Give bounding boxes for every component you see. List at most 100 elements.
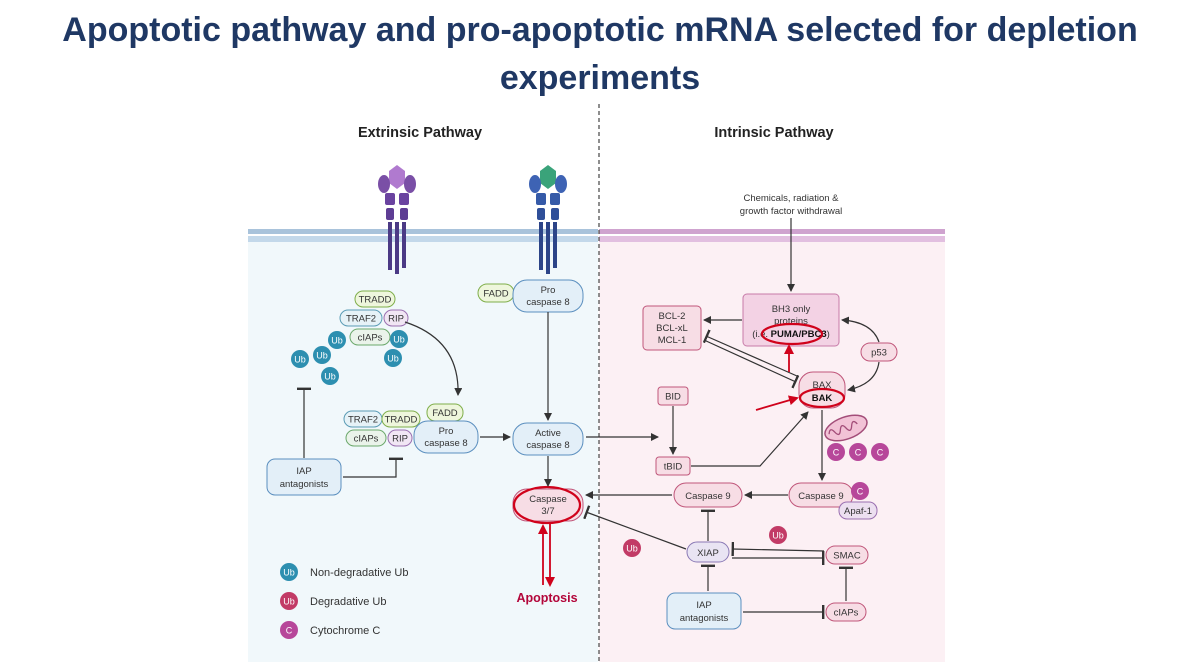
svg-text:C: C <box>877 448 884 458</box>
bid-node <box>657 386 689 406</box>
caspase37-highlight <box>512 485 582 525</box>
active-caspase8-node <box>512 422 584 456</box>
arrow-tbid-to-bax <box>691 411 809 467</box>
arrow-p53-to-bax <box>847 361 880 393</box>
iap-antagonists-intrinsic-node <box>666 592 742 630</box>
svg-text:C: C <box>855 448 862 458</box>
ub-non-degradative-icon: Ub <box>328 331 346 349</box>
svg-text:Ub: Ub <box>626 544 638 554</box>
puma-pbc3-label: PUMA/PBC3 <box>771 329 827 340</box>
bax-label: BAX <box>812 380 832 391</box>
arrow-p53-to-bh3 <box>841 316 880 343</box>
mitochondrion-icon <box>824 414 868 442</box>
traf2-label: TRAF2 <box>346 314 376 325</box>
caspase9-label: Caspase 9 <box>685 491 730 502</box>
slide-title: Apoptotic pathway and pro-apoptotic mRNA… <box>0 6 1200 102</box>
bcl2-label: BCL-2 <box>659 311 686 322</box>
tbid-label: tBID <box>664 462 683 473</box>
slide-title-line-1: Apoptotic pathway and pro-apoptotic mRNA… <box>62 11 1138 49</box>
ciaps-intrinsic-label: cIAPs <box>834 608 859 619</box>
ub-non-degradative-icon: Ub <box>321 367 339 385</box>
bak-label: BAK <box>812 393 833 404</box>
legend-item-cytochrome: C Cytochrome C <box>280 621 380 639</box>
extrinsic-header: Extrinsic Pathway <box>358 125 482 141</box>
svg-text:Ub: Ub <box>283 597 295 607</box>
ub-degradative-icon: Ub <box>769 526 787 544</box>
stimulus-line2: growth factor withdrawal <box>740 206 842 217</box>
bcl2-family-node <box>642 305 702 351</box>
death-receptor-purple-icon <box>378 165 416 274</box>
rip-label-2: RIP <box>392 434 408 445</box>
tradd-complex: TRADD TRAF2 RIP cIAPs <box>339 290 409 346</box>
ciaps-node <box>349 328 391 346</box>
svg-text:Ub: Ub <box>324 372 336 382</box>
p53-node <box>860 342 898 362</box>
smac-node <box>825 545 869 565</box>
bh3-line2: proteins <box>774 316 808 327</box>
svg-text:Ub: Ub <box>772 531 784 541</box>
legend-label-cytochrome: Cytochrome C <box>310 625 380 637</box>
inhibit-xiap-to-casp37 <box>583 505 687 550</box>
cytochrome-c-icon: C <box>851 482 869 500</box>
apoptosis-label: Apoptosis <box>516 591 577 605</box>
xiap-label: XIAP <box>697 548 719 559</box>
ub-non-degradative-icon: Ub <box>291 350 309 368</box>
fadd-label-2: FADD <box>432 408 457 419</box>
ub-non-degradative-icon: Ub <box>390 330 408 348</box>
svg-text:C: C <box>857 487 864 497</box>
traf2-label-2: TRAF2 <box>348 415 378 426</box>
death-receptor-blue-icon <box>529 165 567 274</box>
caspase37-line1: Caspase <box>529 494 567 505</box>
pro-caspase8-mid-node <box>413 420 479 454</box>
arrow-rip-to-disc <box>404 321 463 396</box>
cytochrome-c-group: C C C <box>827 443 889 461</box>
apaf1-label: Apaf-1 <box>844 506 872 517</box>
svg-text:Ub: Ub <box>316 351 328 361</box>
bclxl-label: BCL-xL <box>656 323 688 334</box>
tradd-label: TRADD <box>359 295 392 306</box>
cytochrome-c-icon: C <box>849 443 867 461</box>
iap-antagonists-extrinsic-line1: IAP <box>296 466 311 477</box>
bh3-line1: BH3 only <box>772 304 811 315</box>
inhibit-bcl-to-bax <box>703 339 800 389</box>
caspase9-node <box>673 482 743 508</box>
intrinsic-header: Intrinsic Pathway <box>714 125 833 141</box>
pro-caspase8-top-line2: caspase 8 <box>526 297 569 308</box>
xiap-node <box>686 541 730 563</box>
rip-node <box>383 309 409 327</box>
slide-title-line-2: experiments <box>499 59 701 97</box>
iap-antagonists-extrinsic-line2: antagonists <box>280 479 329 490</box>
rip-label: RIP <box>388 314 404 325</box>
pro-caspase8-mid-line1: Pro <box>439 426 454 437</box>
legend-label-degradative: Degradative Ub <box>310 596 386 608</box>
bid-label: BID <box>665 392 681 403</box>
ciaps-label-2: cIAPs <box>354 434 379 445</box>
ub-non-degradative-icon: Ub <box>280 563 298 581</box>
pathway-arrows <box>297 218 880 619</box>
tradd-node-2 <box>381 410 421 428</box>
ub-cluster: Ub Ub Ub Ub Ub Ub <box>291 330 408 385</box>
svg-text:C: C <box>833 448 840 458</box>
svg-text:Ub: Ub <box>331 336 343 346</box>
active-caspase8-line1: Active <box>535 428 561 439</box>
caspase37-line2: 3/7 <box>541 506 554 517</box>
cytochrome-c-icon: C <box>871 443 889 461</box>
tbid-node <box>655 456 691 476</box>
legend: Ub Non-degradative Ub Ub Degradative Ub … <box>280 563 408 639</box>
bak-highlight <box>798 387 846 409</box>
legend-item-non-degradative: Ub Non-degradative Ub <box>280 563 408 581</box>
inhibit-bh3-to-bcl <box>702 329 798 377</box>
cell-membrane-extrinsic <box>248 229 598 242</box>
traf2-node <box>339 309 383 327</box>
smac-label: SMAC <box>833 551 861 562</box>
cytochrome-c-icon: C <box>827 443 845 461</box>
mcl1-label: MCL-1 <box>658 335 687 346</box>
ciaps-intrinsic-node <box>825 602 867 622</box>
ub-non-degradative-icon: Ub <box>313 346 331 364</box>
ciaps-node-2 <box>345 429 387 447</box>
ciaps-label: cIAPs <box>358 333 383 344</box>
tradd-node <box>354 290 396 308</box>
legend-item-degradative: Ub Degradative Ub <box>280 592 386 610</box>
red-arrow-to-bak <box>755 395 799 411</box>
